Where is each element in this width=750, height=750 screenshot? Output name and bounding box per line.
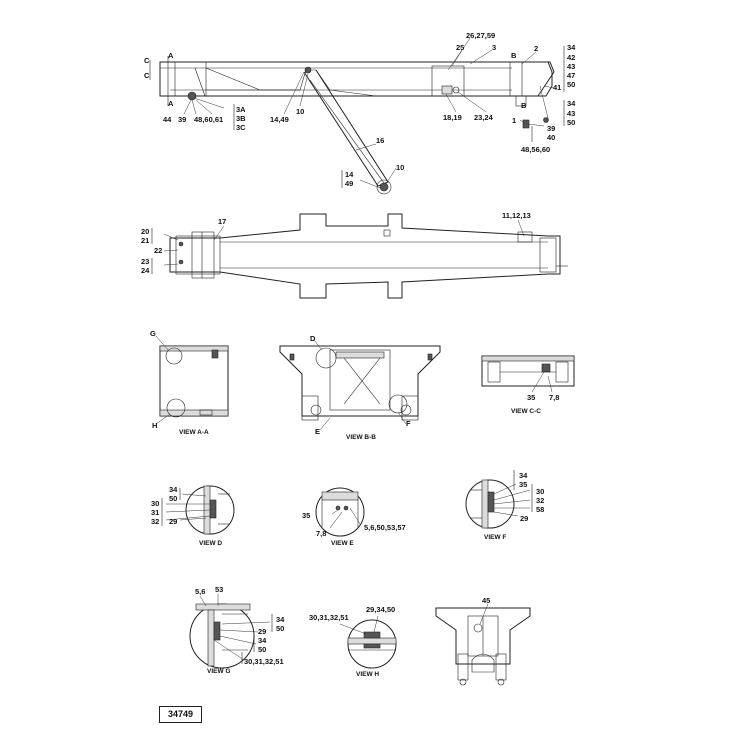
view-f-drawing bbox=[465, 470, 533, 529]
label-50-b: 50 bbox=[567, 118, 575, 127]
label-10-upper: 10 bbox=[296, 107, 304, 116]
label-21: 21 bbox=[141, 236, 149, 245]
label-49: 49 bbox=[345, 179, 353, 188]
label-24: 24 bbox=[141, 266, 150, 275]
label-48-56-60: 48,56,60 bbox=[521, 145, 550, 154]
view-g-title: VIEW G bbox=[207, 668, 230, 675]
view-d-label-29: 29 bbox=[169, 517, 177, 526]
label-17: 17 bbox=[218, 217, 226, 226]
label-22: 22 bbox=[154, 246, 162, 255]
view-f-label-29: 29 bbox=[520, 514, 528, 523]
drawing-number: 34749 bbox=[159, 706, 202, 723]
view-f-label-34: 34 bbox=[519, 471, 528, 480]
label-14: 14 bbox=[345, 170, 354, 179]
label-20: 20 bbox=[141, 227, 149, 236]
view-g-label-34-a: 34 bbox=[276, 615, 285, 624]
view-g-label-34-b: 34 bbox=[258, 636, 267, 645]
view-c-c-label-7-8: 7,8 bbox=[549, 393, 559, 402]
end-view-drawing bbox=[435, 603, 531, 686]
label-11-12-13: 11,12,13 bbox=[502, 211, 531, 220]
view-d-drawing bbox=[161, 485, 235, 535]
label-18-19: 18,19 bbox=[443, 113, 462, 122]
view-g-label-29: 29 bbox=[258, 627, 266, 636]
view-e-label-7-8: 7,8 bbox=[316, 529, 326, 538]
label-48-60-61: 48,60,61 bbox=[194, 115, 223, 124]
label-3c: 3C bbox=[236, 123, 246, 132]
label-3a: 3A bbox=[236, 105, 246, 114]
view-b-b-title: VIEW B-B bbox=[346, 434, 376, 441]
label-10-lower: 10 bbox=[396, 163, 404, 172]
view-g-label-30-31-32-51: 30,31,32,51 bbox=[244, 657, 284, 666]
view-g-label-50-b: 50 bbox=[258, 645, 266, 654]
view-a-a-label-g: G bbox=[150, 329, 156, 338]
view-a-a-drawing bbox=[155, 335, 229, 425]
label-a-top: A bbox=[168, 51, 174, 60]
view-e-label-35: 35 bbox=[302, 511, 310, 520]
view-e-label-5-6-50-53-57: 5,6,50,53,57 bbox=[364, 523, 406, 532]
view-b-b-label-f: F bbox=[406, 419, 411, 428]
label-3b: 3B bbox=[236, 114, 246, 123]
label-23: 23 bbox=[141, 257, 149, 266]
label-40: 40 bbox=[547, 133, 555, 142]
label-34-b: 34 bbox=[567, 99, 576, 108]
view-e-drawing bbox=[315, 487, 365, 537]
view-b-b-drawing bbox=[279, 339, 441, 431]
view-c-c-drawing bbox=[481, 355, 575, 393]
label-39: 39 bbox=[178, 115, 186, 124]
view-a-a-title: VIEW A-A bbox=[179, 429, 209, 436]
label-41: 41 bbox=[553, 83, 561, 92]
label-43-b: 43 bbox=[567, 109, 575, 118]
label-42: 42 bbox=[567, 53, 575, 62]
plan-view bbox=[151, 213, 568, 299]
view-d-title: VIEW D bbox=[199, 540, 222, 547]
view-g-drawing bbox=[189, 594, 273, 669]
view-g-label-5-6: 5,6 bbox=[195, 587, 205, 596]
view-h-label-30-31-32-51: 30,31,32,51 bbox=[309, 613, 349, 622]
label-b-bottom: B bbox=[521, 101, 527, 110]
label-39-right: 39 bbox=[547, 124, 555, 133]
view-f-label-35: 35 bbox=[519, 480, 527, 489]
label-25: 25 bbox=[456, 43, 464, 52]
label-26-27-59: 26,27,59 bbox=[466, 31, 495, 40]
view-h-title: VIEW H bbox=[356, 671, 379, 678]
label-a-bottom: A bbox=[168, 99, 174, 108]
view-d-label-50: 50 bbox=[169, 494, 177, 503]
view-g-label-53: 53 bbox=[215, 585, 223, 594]
view-d-label-34: 34 bbox=[169, 485, 178, 494]
view-h-drawing bbox=[339, 615, 397, 669]
label-2: 2 bbox=[534, 44, 538, 53]
side-elevation-view bbox=[149, 37, 565, 195]
view-d-label-32: 32 bbox=[151, 517, 159, 526]
label-44: 44 bbox=[163, 115, 172, 124]
view-f-label-58: 58 bbox=[536, 505, 544, 514]
label-34-a: 34 bbox=[567, 43, 576, 52]
label-b-top: B bbox=[511, 51, 517, 60]
label-50-a: 50 bbox=[567, 80, 575, 89]
view-d-label-30: 30 bbox=[151, 499, 159, 508]
label-3: 3 bbox=[492, 43, 496, 52]
view-h-label-29-34-50: 29,34,50 bbox=[366, 605, 395, 614]
view-d-label-31: 31 bbox=[151, 508, 159, 517]
view-e-title: VIEW E bbox=[331, 540, 354, 547]
label-1: 1 bbox=[512, 116, 516, 125]
label-14-49: 14,49 bbox=[270, 115, 289, 124]
view-g-label-50-a: 50 bbox=[276, 624, 284, 633]
view-b-b-label-e: E bbox=[315, 427, 320, 436]
view-f-title: VIEW F bbox=[484, 534, 506, 541]
view-f-label-30: 30 bbox=[536, 487, 544, 496]
label-16: 16 bbox=[376, 136, 384, 145]
view-c-c-label-35: 35 bbox=[527, 393, 535, 402]
view-c-c-title: VIEW C-C bbox=[511, 408, 541, 415]
view-a-a-label-h: H bbox=[152, 421, 157, 430]
view-b-b-label-d: D bbox=[310, 334, 316, 343]
label-47: 47 bbox=[567, 71, 575, 80]
view-f-label-32: 32 bbox=[536, 496, 544, 505]
label-43-a: 43 bbox=[567, 62, 575, 71]
label-23-24: 23,24 bbox=[474, 113, 494, 122]
label-c-top: C bbox=[144, 56, 150, 65]
label-c-bottom: C bbox=[144, 71, 150, 80]
end-view-label-45: 45 bbox=[482, 596, 490, 605]
